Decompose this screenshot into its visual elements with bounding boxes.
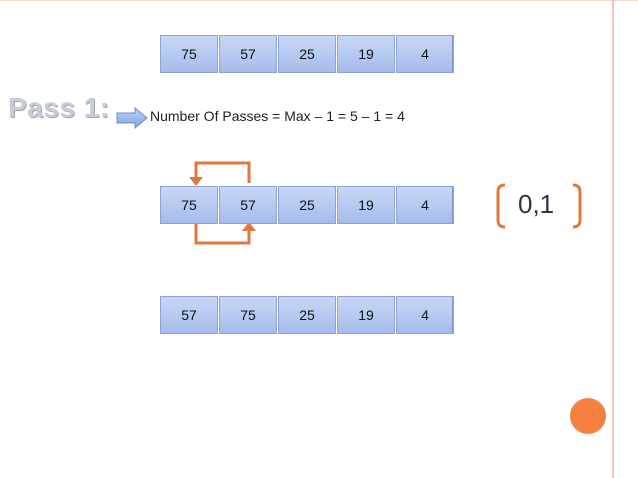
decorative-circle [570,398,606,434]
slide-right-border [612,0,614,478]
array-comparing: 75 57 25 19 4 [160,186,455,226]
array-cell: 57 [160,296,218,334]
array-cell: 75 [160,186,218,224]
array-cell: 4 [396,35,454,73]
array-after-swap: 57 75 25 19 4 [160,296,455,336]
pass-label: Pass 1: [8,92,110,123]
array-cell: 4 [396,186,454,224]
swap-arrows-icon [189,161,256,245]
right-arrow-icon [116,107,148,129]
array-cell: 19 [337,35,395,73]
array-cell: 25 [278,296,336,334]
array-cell: 25 [278,186,336,224]
array-cell: 57 [219,35,277,73]
passes-formula: Number Of Passes = Max – 1 = 5 – 1 = 4 [150,108,405,124]
array-cell: 75 [219,296,277,334]
index-brackets [496,183,582,229]
array-cell: 25 [278,35,336,73]
array-cell: 19 [337,296,395,334]
slide-top-border [0,0,638,1]
array-cell: 4 [396,296,454,334]
array-initial: 75 57 25 19 4 [160,35,455,75]
compared-indices: 0,1 [518,189,555,219]
array-cell: 57 [219,186,277,224]
array-cell: 75 [160,35,218,73]
array-cell: 19 [337,186,395,224]
